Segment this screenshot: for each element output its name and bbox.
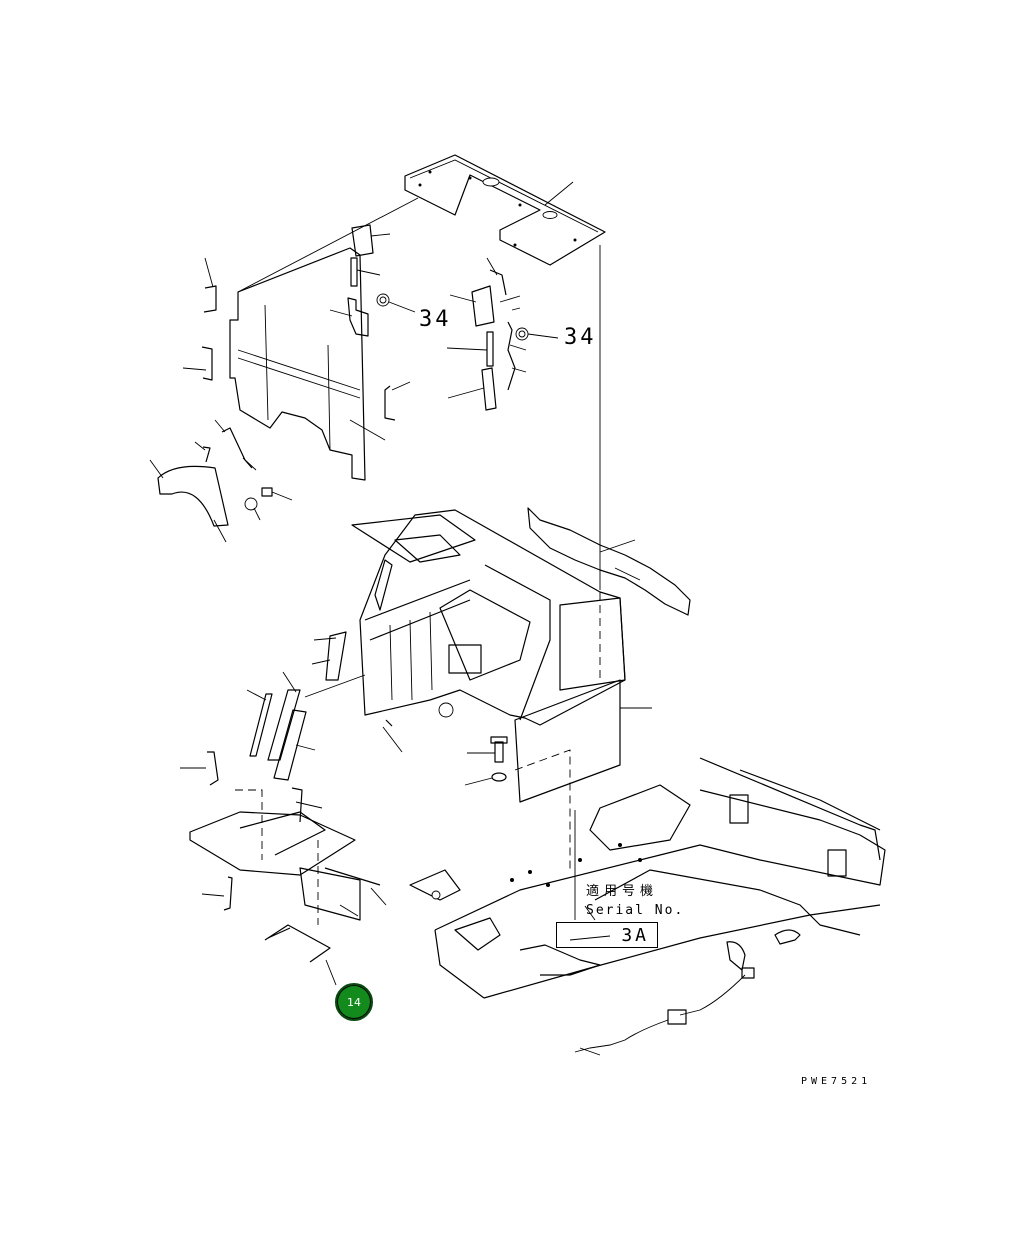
chassis-frame <box>409 757 886 1056</box>
page-badge[interactable]: 14 <box>335 983 373 1021</box>
serial-ref-box: 3A <box>556 922 658 948</box>
lower-front-panel <box>514 245 621 920</box>
side-strip <box>527 507 691 616</box>
callout-34-right: 34 <box>564 325 597 350</box>
fender-parts <box>149 419 293 543</box>
bolt-washer <box>464 736 508 786</box>
serial-label-english: Serial No. <box>586 903 685 918</box>
roof-plate <box>404 154 606 266</box>
handle-brackets-left <box>182 257 411 421</box>
cab-console <box>351 509 652 753</box>
rear-wall-panel <box>229 197 419 481</box>
drawing-number: PWE7521 <box>801 1076 872 1087</box>
page-badge-label: 14 <box>347 995 361 1009</box>
serial-ref-text: 3A <box>621 925 649 946</box>
mid-brackets <box>329 224 416 337</box>
floor-assembly <box>180 751 387 986</box>
weather-strips <box>246 631 366 781</box>
serial-label-japanese: 適用号機 <box>586 884 659 899</box>
callout-34-left: 34 <box>419 307 452 332</box>
right-bracket-stack <box>446 257 559 411</box>
